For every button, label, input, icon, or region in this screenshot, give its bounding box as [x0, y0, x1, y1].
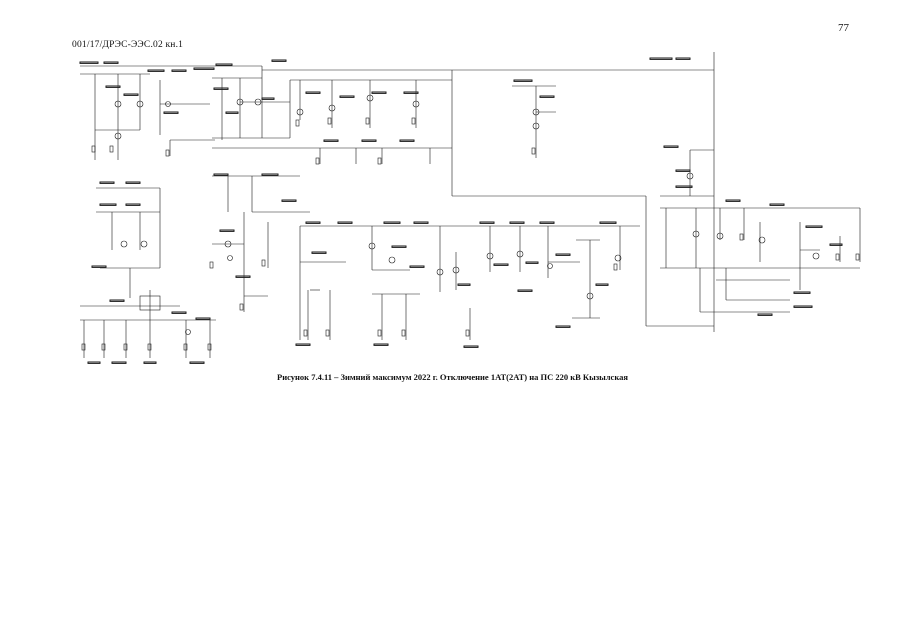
substation-right: [660, 149, 861, 313]
substation-top-left: [80, 73, 215, 160]
substation-middle-central: [209, 175, 310, 312]
schematic-annotation-marks: [79, 57, 843, 364]
document-code: 001/17/ДРЭС-ЭЭС.02 кн.1: [72, 40, 184, 50]
bus-central-top: [212, 77, 452, 165]
page-number: 77: [838, 22, 849, 34]
substation-top-right: [512, 85, 556, 158]
schematic-frame: [80, 52, 715, 332]
substation-middle-left: [80, 187, 216, 358]
figure-caption: Рисунок 7.4.11 – Зимний максимум 2022 г.…: [277, 372, 628, 382]
substation-middle-lower: [299, 225, 640, 340]
